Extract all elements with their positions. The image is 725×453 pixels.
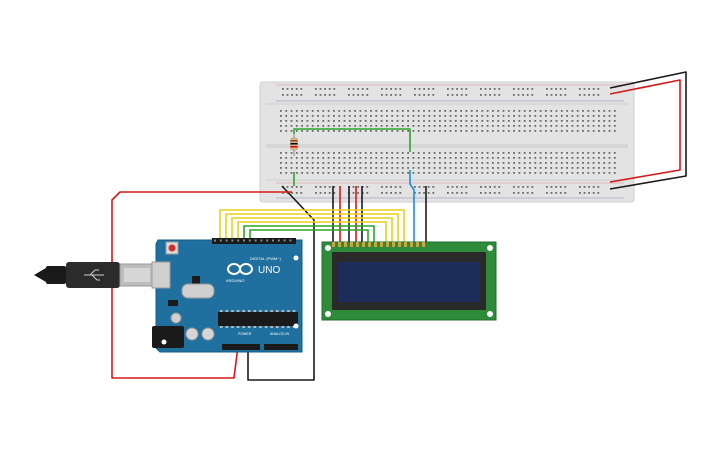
crystal bbox=[181, 283, 215, 299]
data-wires[interactable] bbox=[219, 209, 405, 242]
lcd-pin-header bbox=[332, 242, 425, 247]
wire-red-5v bbox=[111, 191, 292, 379]
usb-port bbox=[151, 261, 171, 289]
microcontroller-chip bbox=[218, 312, 298, 326]
digital-header bbox=[212, 238, 296, 244]
analog-label: ANALOG IN bbox=[270, 332, 290, 336]
wire-red-rail-top bbox=[609, 79, 681, 183]
analog-header bbox=[264, 344, 298, 350]
power-jack bbox=[152, 326, 184, 348]
lcd-screen bbox=[338, 262, 480, 302]
usb-icon bbox=[84, 269, 104, 281]
model-text: UNO bbox=[258, 265, 280, 276]
reset-button[interactable] bbox=[168, 244, 176, 252]
wire-black-rail-top bbox=[609, 71, 687, 190]
digital-label: DIGITAL (PWM~) bbox=[250, 256, 282, 261]
power-header bbox=[222, 344, 260, 350]
arduino-uno[interactable]: ARDUINO UNO DIGITAL (PWM~) POWER ANALOG … bbox=[151, 238, 303, 353]
breadboard[interactable] bbox=[259, 81, 635, 203]
usb-cable[interactable] bbox=[34, 262, 155, 288]
arduino-logo bbox=[227, 263, 253, 275]
brand-text: ARDUINO bbox=[226, 278, 244, 283]
wire-green-resistor bbox=[293, 128, 411, 152]
power-label: POWER bbox=[238, 332, 252, 336]
breadboard-holes bbox=[280, 88, 616, 194]
wire-black-gnd bbox=[247, 185, 315, 381]
lcd-16x2[interactable] bbox=[321, 241, 497, 321]
resistor[interactable] bbox=[290, 132, 298, 156]
wire-blue bbox=[409, 170, 415, 242]
